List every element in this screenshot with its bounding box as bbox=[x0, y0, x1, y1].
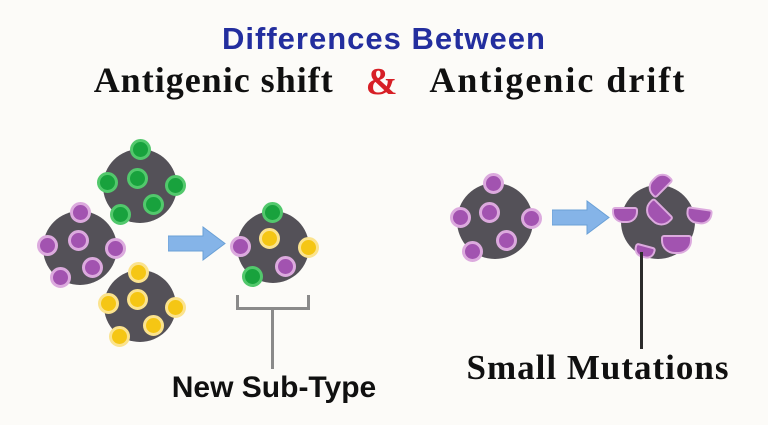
antigen-dot-purple bbox=[482, 172, 504, 194]
subtype-bracket-right-tick bbox=[307, 295, 310, 310]
antigen-dot-purple bbox=[495, 229, 517, 251]
virus-shift-source-green bbox=[96, 138, 186, 225]
antigen-dot-yellow bbox=[127, 261, 149, 283]
antigen-dot-green bbox=[261, 201, 283, 223]
antigenic-shift-heading: Antigenic shift bbox=[93, 60, 334, 100]
virus-shift-source-purple bbox=[36, 201, 126, 288]
antigen-dot-purple bbox=[229, 235, 251, 257]
mutated-antigen-purple bbox=[660, 234, 692, 254]
antigen-dot-purple bbox=[49, 266, 71, 288]
small-mutations-pointer-line bbox=[640, 252, 643, 349]
small-mutations-label: Small Mutations bbox=[466, 348, 730, 387]
antigen-dot-green bbox=[129, 138, 151, 160]
ampersand: & bbox=[365, 61, 398, 103]
diagram-title: Differences Between bbox=[222, 21, 546, 56]
antigen-dot-purple bbox=[36, 234, 58, 256]
virus-drift-source-purple bbox=[449, 172, 542, 262]
antigen-dot-green bbox=[109, 203, 131, 225]
antigenic-drift-heading: Antigenic drift bbox=[429, 60, 687, 100]
antigen-dot-green bbox=[96, 171, 118, 193]
antigen-dot-yellow bbox=[142, 314, 164, 336]
antigen-dot-yellow bbox=[258, 227, 280, 249]
antigen-dot-purple bbox=[461, 240, 483, 262]
antigen-dot-yellow bbox=[97, 292, 119, 314]
antigen-dot-green bbox=[164, 174, 186, 196]
antigen-dot-purple bbox=[67, 229, 89, 251]
antigen-dot-green bbox=[142, 193, 164, 215]
diagram-subtitle: Antigenic shift & Antigenic drift bbox=[6, 58, 768, 103]
antigen-dot-yellow bbox=[126, 288, 148, 310]
antigen-dot-yellow bbox=[164, 296, 186, 318]
antigen-dot-yellow bbox=[297, 236, 319, 258]
block-arrow-right-icon bbox=[167, 226, 226, 261]
block-arrow-right-icon bbox=[551, 200, 610, 235]
shift-arrow bbox=[167, 226, 226, 266]
virus-shift-result-hybrid bbox=[229, 201, 319, 287]
virus-shift-source-yellow bbox=[97, 261, 186, 347]
antigen-dot-purple bbox=[104, 237, 126, 259]
antigen-dot-purple bbox=[274, 255, 296, 277]
antigen-dot-yellow bbox=[108, 325, 130, 347]
antigen-dot-purple bbox=[69, 201, 91, 223]
virus-drift-result-mutated bbox=[612, 169, 713, 260]
antigen-dot-purple bbox=[478, 201, 500, 223]
antigen-dot-green bbox=[241, 265, 263, 287]
subtype-bracket-left-tick bbox=[236, 295, 239, 310]
antigen-dot-purple bbox=[81, 256, 103, 278]
drift-arrow bbox=[551, 200, 610, 240]
new-subtype-label: New Sub-Type bbox=[171, 371, 377, 404]
antigen-dot-purple bbox=[520, 207, 542, 229]
antigen-dot-purple bbox=[449, 206, 471, 228]
subtype-bracket-stem bbox=[271, 307, 274, 369]
antigen-dot-green bbox=[126, 167, 148, 189]
